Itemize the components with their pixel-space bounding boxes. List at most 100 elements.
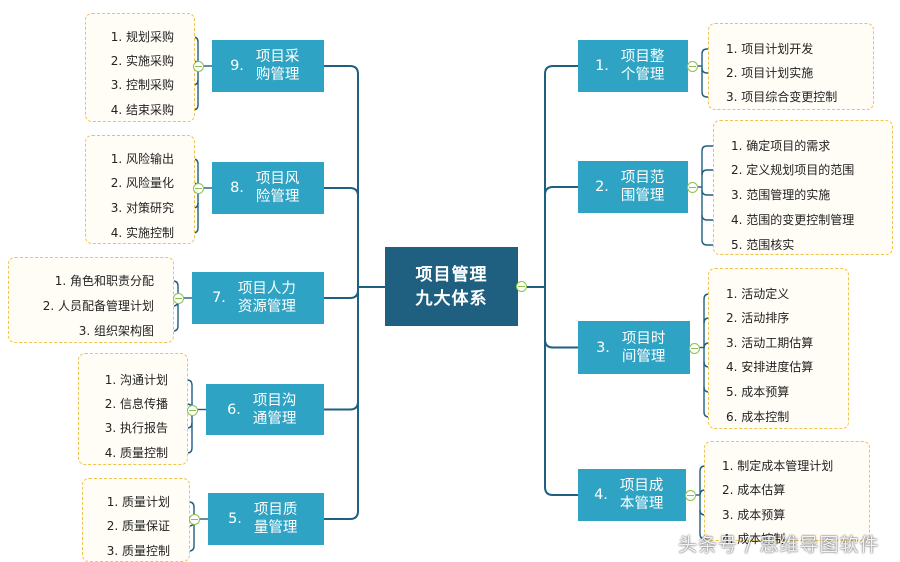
subtopic-item[interactable]: 4. 成本控制: [722, 532, 786, 546]
connector-line: [324, 287, 359, 299]
subtopic-group: [82, 478, 190, 562]
branch-node-b8[interactable]: 8. 项目风险管理: [212, 162, 324, 214]
subtopic-item[interactable]: 2. 信息传播: [104, 397, 168, 411]
connector-line: [699, 533, 718, 540]
subtopic-item[interactable]: 5. 范围核实: [731, 238, 795, 252]
connector-line: [324, 287, 359, 411]
subtopic-group: [8, 257, 174, 343]
subtopic-group: [704, 441, 870, 541]
connector-line: [701, 189, 727, 196]
subtopic-item[interactable]: 2. 活动排序: [726, 311, 790, 325]
branch-label: 项目范围管理: [620, 170, 665, 204]
connector-line: [544, 287, 578, 496]
connector-line: [701, 214, 727, 221]
collapse-toggle-icon[interactable]: [689, 342, 700, 354]
subtopic-item[interactable]: 1. 质量计划: [106, 495, 170, 509]
branch-label: 项目质量管理: [253, 502, 298, 536]
connector-line: [701, 239, 727, 246]
branch-node-b6[interactable]: 6. 项目沟通管理: [206, 384, 324, 435]
branch-label: 项目成本管理: [619, 478, 664, 512]
central-topic[interactable]: 项目管理九大体系: [385, 247, 518, 326]
branch-number: 2.: [595, 179, 609, 195]
branch-number: 7.: [212, 290, 226, 306]
collapse-toggle-icon[interactable]: [193, 61, 204, 72]
subtopic-item[interactable]: 1. 规划采购: [110, 30, 174, 44]
branch-number: 6.: [227, 401, 241, 418]
subtopic-item[interactable]: 2. 定义规划项目的范围: [731, 163, 855, 177]
subtopic-item[interactable]: 2. 实施采购: [110, 54, 174, 68]
subtopic-item[interactable]: 3. 项目综合变更控制: [726, 90, 838, 104]
collapse-toggle-icon[interactable]: [173, 293, 184, 304]
subtopic-item[interactable]: 3. 范围管理的实施: [731, 188, 831, 202]
branch-label: 项目人力资源管理: [237, 281, 296, 315]
subtopic-item[interactable]: 3. 活动工期估算: [726, 336, 814, 350]
collapse-toggle-icon[interactable]: [516, 281, 527, 292]
branch-node-b7[interactable]: 7. 项目人力资源管理: [192, 272, 324, 324]
collapse-toggle-icon[interactable]: [193, 183, 204, 194]
subtopic-item[interactable]: 2. 质量保证: [106, 519, 170, 533]
connector-line: [544, 65, 578, 287]
central-topic-line1: 项目管理: [415, 264, 488, 285]
subtopic-item[interactable]: 2. 人员配备管理计划: [42, 299, 154, 313]
subtopic-item[interactable]: 3. 组织架构图: [78, 324, 154, 338]
subtopic-item[interactable]: 1. 制定成本管理计划: [722, 459, 834, 473]
connector-line: [701, 91, 722, 98]
branch-label: 项目沟通管理: [252, 392, 297, 427]
subtopic-item[interactable]: 4. 安排进度估算: [726, 360, 814, 374]
subtopic-group: [708, 268, 849, 429]
subtopic-item[interactable]: 1. 活动定义: [726, 287, 790, 301]
branch-number: 1.: [595, 58, 609, 74]
branch-node-b2[interactable]: 2. 项目范围管理: [578, 161, 688, 213]
subtopic-item[interactable]: 4. 质量控制: [104, 446, 168, 460]
subtopic-group: [708, 23, 874, 110]
connector-line: [701, 145, 727, 152]
branch-number: 3.: [596, 339, 610, 356]
branch-label: 项目时间管理: [621, 330, 666, 365]
subtopic-item[interactable]: 3. 对策研究: [110, 201, 174, 215]
subtopic-item[interactable]: 2. 风险量化: [110, 176, 174, 190]
branch-label: 项目整个管理: [620, 49, 665, 83]
subtopic-item[interactable]: 3. 质量控制: [106, 544, 170, 558]
subtopic-item[interactable]: 2. 项目计划实施: [726, 66, 814, 80]
connector-line: [544, 287, 578, 349]
subtopic-item[interactable]: 1. 确定项目的需求: [731, 139, 831, 153]
subtopic-item[interactable]: 4. 范围的变更控制管理: [731, 213, 855, 227]
subtopic-item[interactable]: 1. 项目计划开发: [726, 42, 814, 56]
collapse-toggle-icon[interactable]: [685, 490, 696, 501]
subtopic-item[interactable]: 3. 控制采购: [110, 78, 174, 92]
watermark: 头条号 / 思维导图软件: [678, 534, 880, 556]
branch-number: 8.: [230, 180, 244, 196]
subtopic-item[interactable]: 6. 成本控制: [726, 410, 790, 424]
branch-node-b4[interactable]: 4. 项目成本管理: [578, 469, 686, 521]
subtopic-item[interactable]: 3. 成本预算: [722, 508, 786, 522]
branch-node-b3[interactable]: 3. 项目时间管理: [578, 321, 690, 374]
collapse-toggle-icon[interactable]: [187, 404, 198, 416]
branch-label: 项目风险管理: [255, 171, 300, 205]
connector-line: [701, 169, 727, 176]
subtopic-item[interactable]: 5. 成本预算: [726, 385, 790, 399]
subtopic-item[interactable]: 1. 角色和职责分配: [54, 274, 154, 288]
branch-number: 9.: [230, 58, 244, 74]
subtopic-item[interactable]: 4. 结束采购: [110, 103, 174, 117]
connector-line: [544, 186, 578, 287]
branch-node-b1[interactable]: 1. 项目整个管理: [578, 40, 688, 92]
branch-number: 4.: [594, 487, 608, 503]
subtopic-group: [713, 120, 893, 255]
subtopic-item[interactable]: 4. 实施控制: [110, 226, 174, 240]
subtopic-item[interactable]: 3. 执行报告: [104, 421, 168, 435]
subtopic-item[interactable]: 2. 成本估算: [722, 483, 786, 497]
branch-number: 5.: [228, 511, 242, 527]
connector-line: [324, 65, 359, 287]
branch-node-b5[interactable]: 5. 项目质量管理: [208, 493, 324, 545]
collapse-toggle-icon[interactable]: [687, 182, 698, 193]
subtopic-item[interactable]: 1. 沟通计划: [104, 373, 168, 387]
collapse-toggle-icon[interactable]: [687, 61, 698, 72]
connector-line: [701, 67, 722, 74]
subtopic-item[interactable]: 1. 风险输出: [110, 152, 174, 166]
connector-line: [324, 187, 359, 287]
connector-line: [324, 287, 359, 520]
connector-line: [701, 48, 722, 55]
branch-label: 项目采购管理: [255, 49, 300, 83]
branch-node-b9[interactable]: 9. 项目采购管理: [212, 40, 324, 92]
collapse-toggle-icon[interactable]: [189, 514, 200, 525]
